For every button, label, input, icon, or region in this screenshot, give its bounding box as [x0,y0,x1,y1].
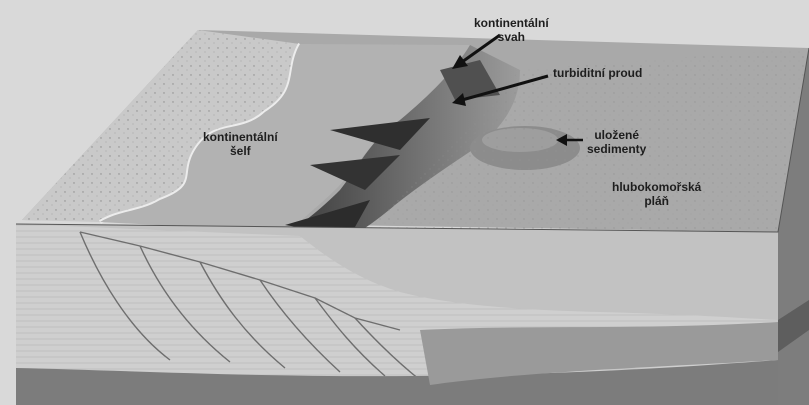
label-continental-slope: kontinentální svah [474,16,549,44]
label-plain-line2: pláň [612,194,701,208]
label-continental-shelf: kontinentální šelf [203,130,278,158]
label-abyssal-plain: hlubokomořská pláň [612,180,701,208]
label-turbidity-current: turbiditní proud [553,66,642,80]
label-deposited-sediments: uložené sedimenty [587,128,646,156]
label-shelf-line2: šelf [203,144,278,158]
label-slope-line1: kontinentální [474,16,549,30]
label-plain-line1: hlubokomořská [612,180,701,194]
label-shelf-line1: kontinentální [203,130,278,144]
label-slope-line2: svah [474,30,549,44]
label-sediments-line1: uložené [587,128,646,142]
label-sediments-line2: sedimenty [587,142,646,156]
label-turbidity-text: turbiditní proud [553,66,642,80]
